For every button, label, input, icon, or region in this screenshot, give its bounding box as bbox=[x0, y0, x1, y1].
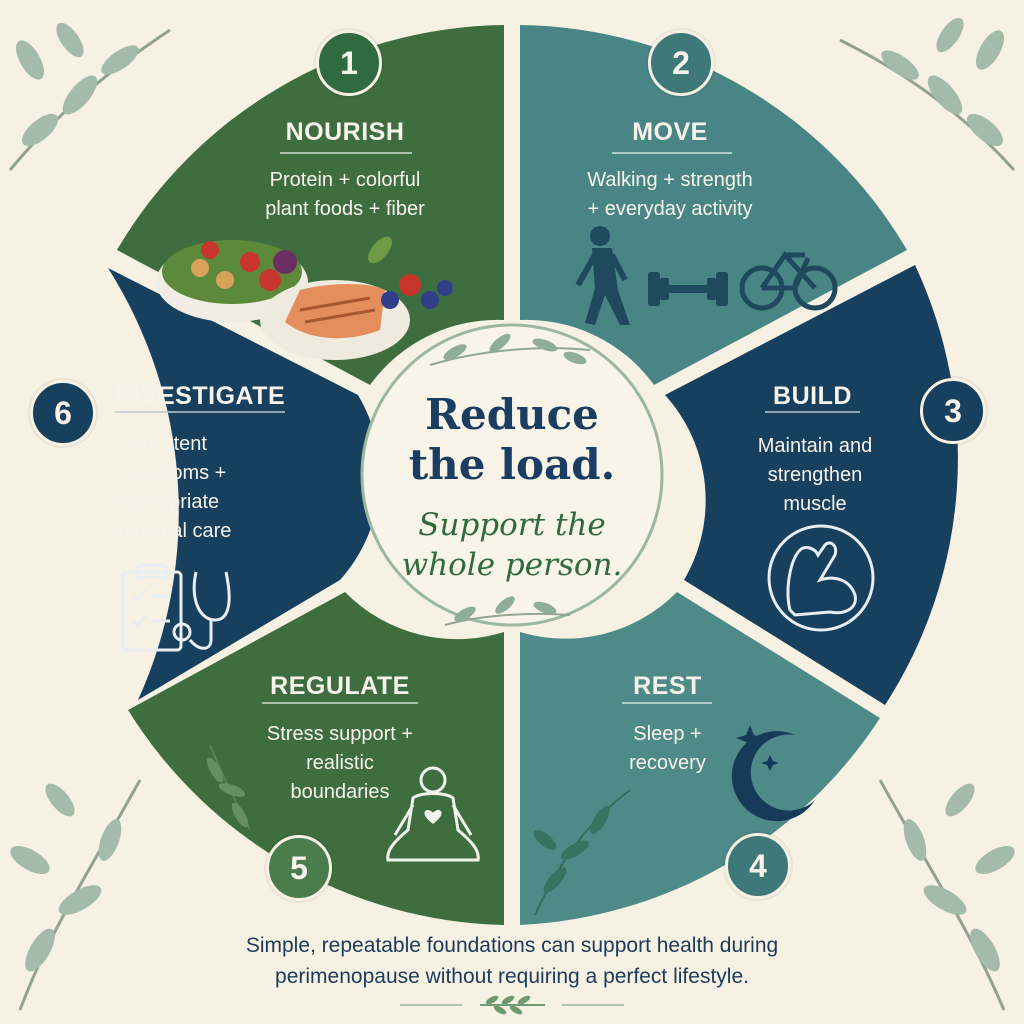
segment-desc-rest: Sleep + recovery bbox=[595, 720, 740, 778]
segment-title-build: BUILD bbox=[773, 382, 852, 410]
leaf-branch-icon bbox=[533, 789, 631, 916]
tagline: Support the whole person. bbox=[387, 505, 637, 585]
segment-desc-build: Maintain and strengthen muscle bbox=[735, 432, 895, 519]
desc-line: plant foods + fiber bbox=[265, 198, 425, 220]
headline-line-2: the load. bbox=[408, 440, 616, 489]
segment-desc-move: Walking + strength + everyday activity bbox=[560, 166, 780, 224]
meditation-icon bbox=[386, 766, 480, 862]
leaf-sprig-icon bbox=[444, 596, 571, 626]
segment-build bbox=[665, 265, 958, 705]
tagline-line-1: Support the bbox=[418, 507, 606, 543]
center-circle bbox=[360, 323, 664, 627]
leaf-branch-icon bbox=[878, 779, 1015, 1011]
desc-line: Stress support + bbox=[266, 723, 414, 745]
clipboard-stethoscope-icon bbox=[121, 563, 231, 652]
segment-desc-nourish: Protein + colorful plant foods + fiber bbox=[230, 166, 460, 224]
segment-title-nourish: NOURISH bbox=[285, 118, 405, 146]
flexed-arm-icon bbox=[767, 524, 875, 632]
segment-desc-regulate: Stress support + realistic boundaries bbox=[240, 720, 440, 807]
bicycle-icon bbox=[739, 250, 838, 311]
desc-line: + everyday activity bbox=[587, 198, 753, 220]
desc-line: realistic bbox=[306, 752, 374, 774]
walking-woman-icon bbox=[575, 226, 630, 325]
segment-desc-investigate: Persistent symptoms + appropriate medica… bbox=[118, 430, 268, 546]
segment-title-rest: REST bbox=[633, 672, 702, 700]
moon-stars-icon bbox=[731, 725, 815, 822]
footer-line-1: Simple, repeatable foundations can suppo… bbox=[245, 934, 779, 957]
headline-line-1: Reduce bbox=[425, 390, 599, 439]
desc-line: recovery bbox=[629, 752, 706, 774]
segment-title-investigate: INVESTIGATE bbox=[114, 382, 286, 410]
segment-investigate bbox=[108, 268, 381, 700]
footer-caption: Simple, repeatable foundations can suppo… bbox=[112, 930, 912, 992]
leaf-branch-icon bbox=[839, 17, 1016, 172]
desc-line: Protein + colorful bbox=[269, 169, 421, 191]
step-number-5: 5 bbox=[266, 835, 332, 901]
step-number-3: 3 bbox=[920, 378, 986, 444]
segment-title-regulate: REGULATE bbox=[270, 672, 410, 700]
leaf-branch-icon bbox=[206, 744, 251, 831]
leaf-sprig-icon bbox=[429, 333, 591, 366]
tagline-line-2: whole person. bbox=[401, 547, 623, 583]
leaf-sprig-icon bbox=[480, 995, 545, 1015]
food-plate-icon bbox=[156, 236, 453, 360]
desc-line: Maintain and bbox=[757, 435, 873, 457]
desc-line: Persistent bbox=[118, 433, 207, 455]
step-number-2: 2 bbox=[648, 30, 714, 96]
desc-line: muscle bbox=[783, 493, 847, 515]
segment-regulate bbox=[128, 592, 504, 925]
step-number-1: 1 bbox=[316, 30, 382, 96]
desc-line: strengthen bbox=[767, 464, 863, 486]
segment-title-move: MOVE bbox=[632, 118, 708, 146]
leaf-branch-icon bbox=[10, 779, 142, 1011]
desc-line: appropriate bbox=[118, 491, 220, 513]
leaf-branch-icon bbox=[8, 22, 171, 171]
desc-line: symptoms + bbox=[118, 462, 227, 484]
desc-line: boundaries bbox=[290, 781, 390, 803]
step-number-4: 4 bbox=[725, 833, 791, 899]
desc-line: Sleep + bbox=[633, 723, 702, 745]
dumbbell-icon bbox=[648, 272, 728, 306]
desc-line: Walking + strength bbox=[587, 169, 753, 191]
step-number-6: 6 bbox=[30, 380, 96, 446]
headline: Reduce the load. bbox=[387, 390, 637, 490]
footer-line-2: perimenopause without requiring a perfec… bbox=[275, 965, 749, 988]
desc-line: medical care bbox=[118, 520, 232, 542]
segment-rest bbox=[520, 592, 880, 925]
